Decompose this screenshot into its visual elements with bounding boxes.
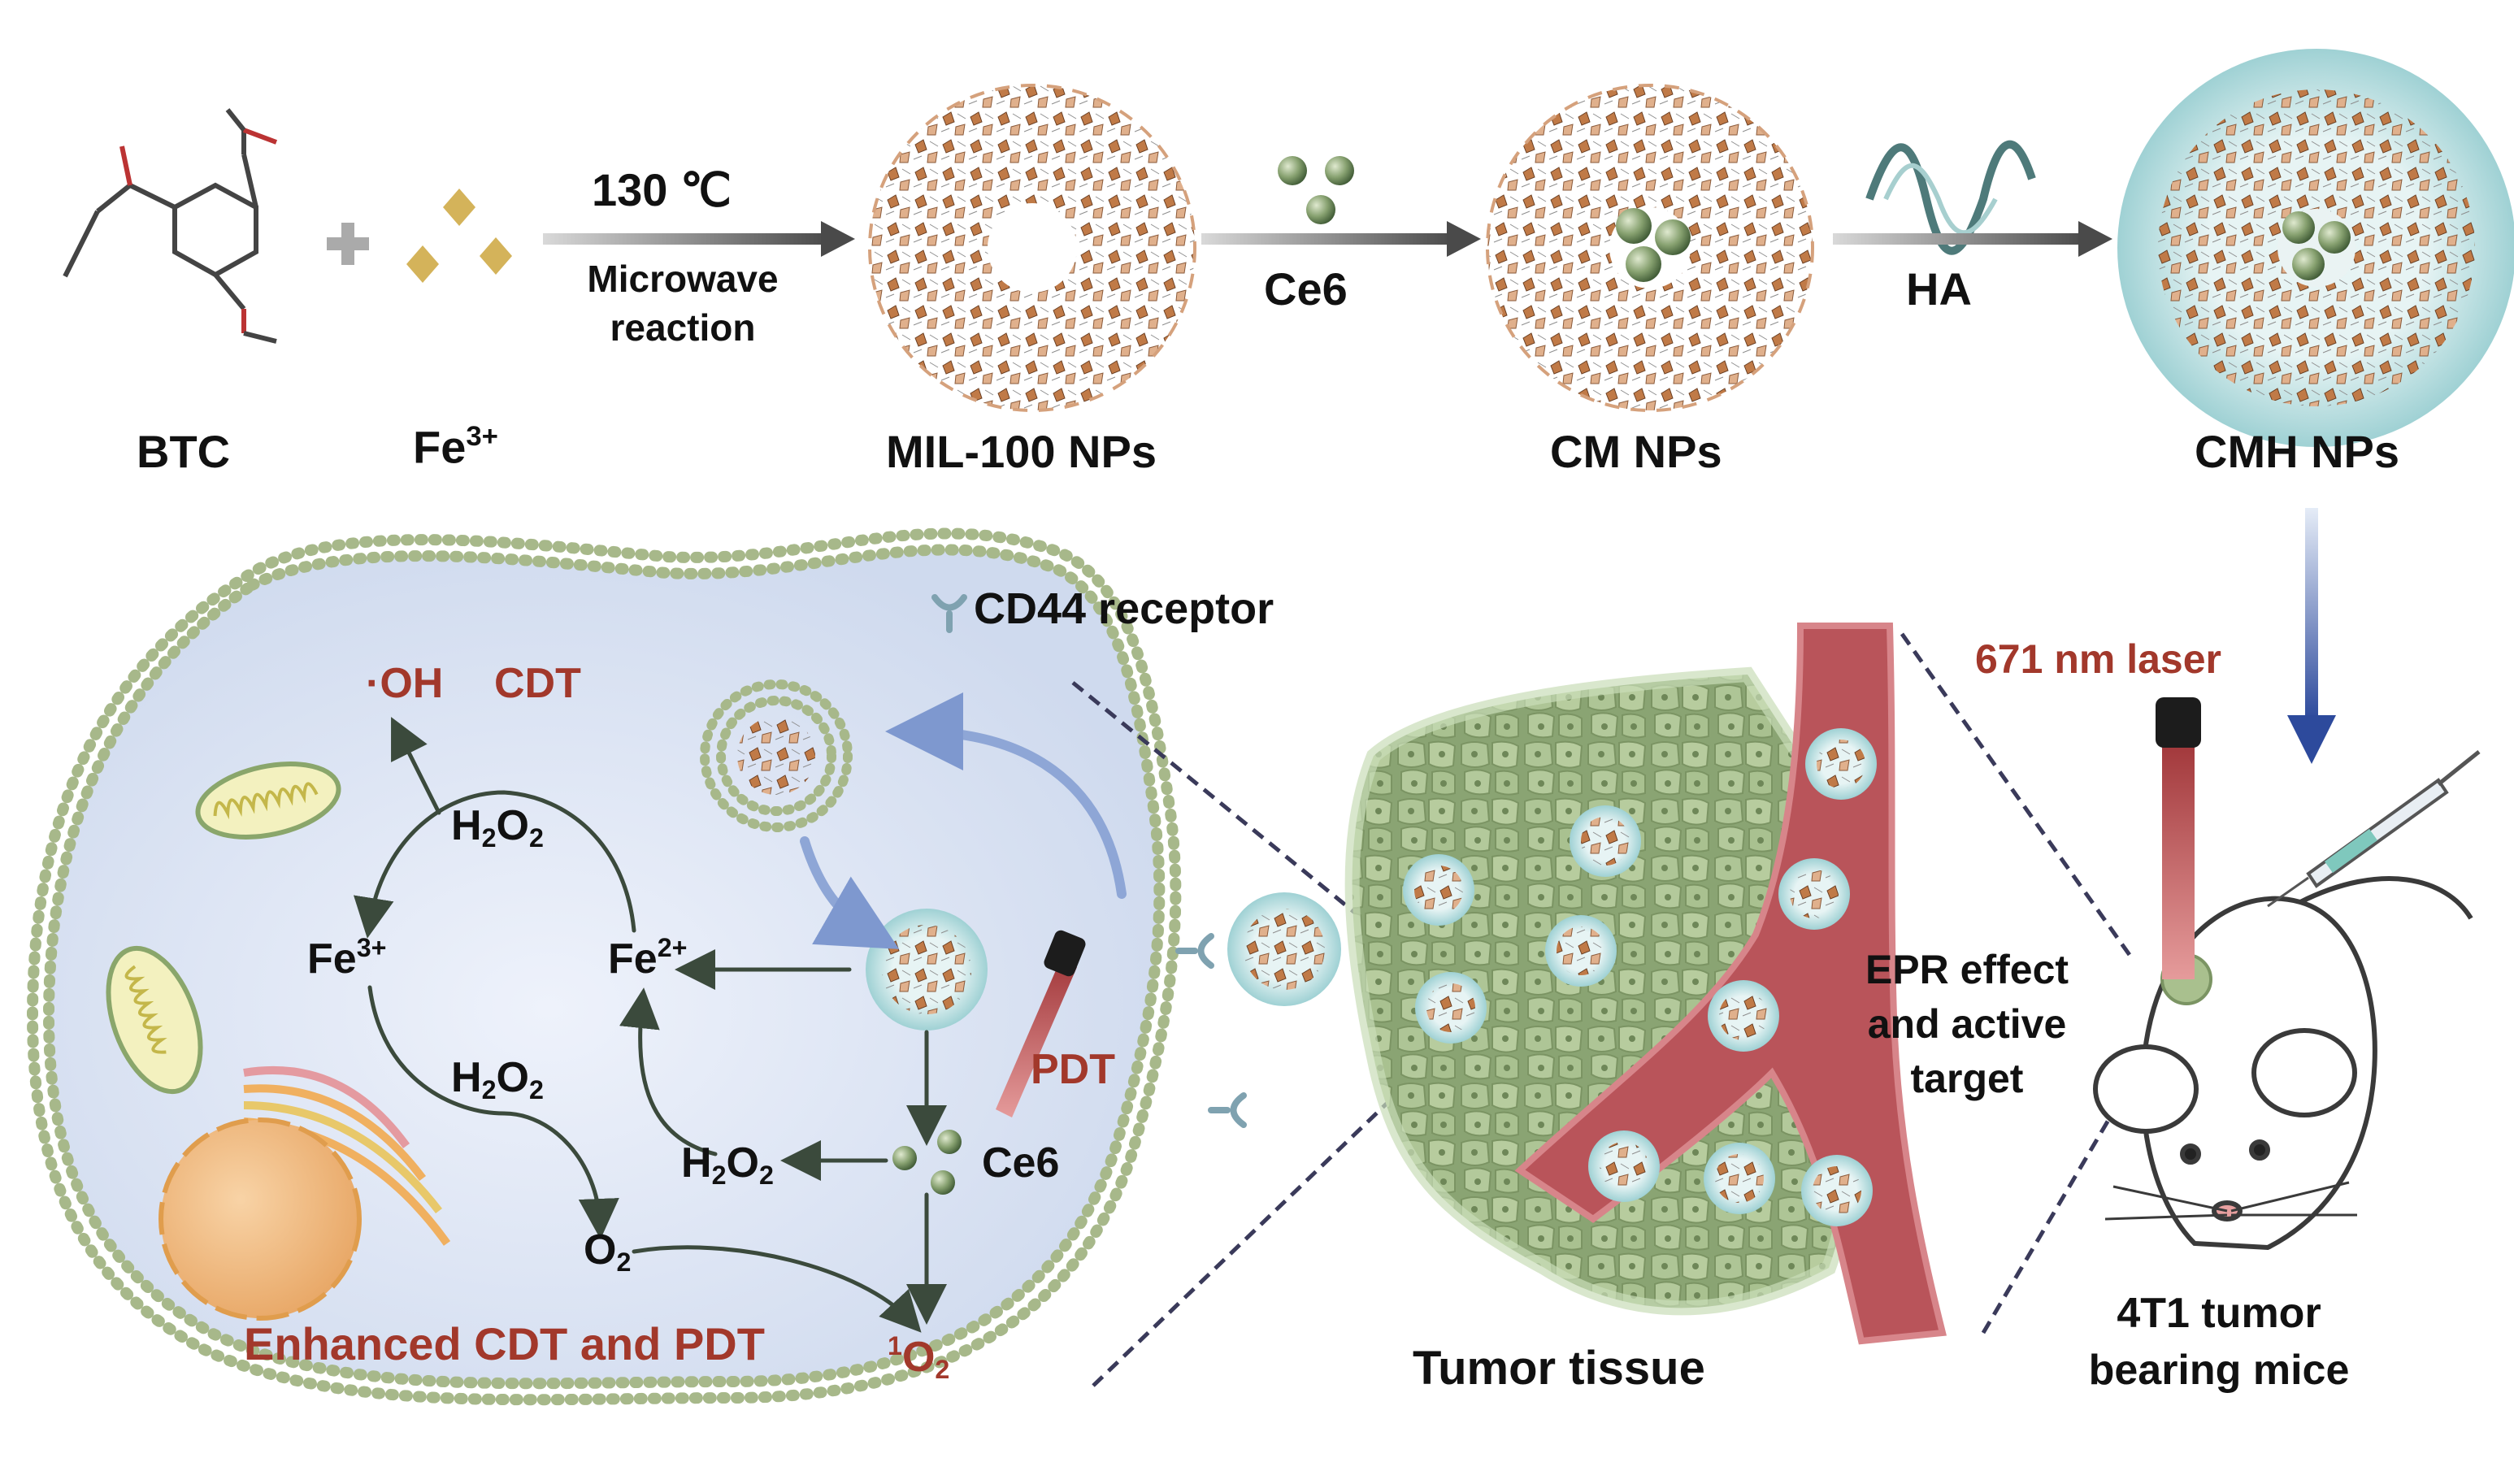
fe3-node-label: Fe3+ (307, 933, 387, 983)
epr-line2: and active (1867, 1001, 2067, 1047)
cmh-nanoparticle-icon (2117, 49, 2514, 447)
btc-label: BTC (137, 426, 231, 477)
btc-molecule-icon (63, 108, 278, 344)
cd44-label: CD44 receptor (974, 584, 1274, 633)
model-line2: bearing mice (2088, 1347, 2350, 1394)
epr-line1: EPR effect (1865, 947, 2069, 992)
step2-reagent: Ce6 (1264, 263, 1348, 315)
pdt-label: PDT (1031, 1046, 1115, 1093)
mil100-nanoparticle-icon (868, 84, 1196, 412)
mouse-icon (2093, 876, 2473, 1251)
enhanced-label: Enhanced CDT and PDT (244, 1318, 765, 1369)
internalization-arrows (800, 692, 1127, 949)
fe3-label: Fe3+ (413, 421, 498, 473)
singlet-oxygen-label: 1O2 (888, 1331, 950, 1384)
tumor-tissue-label: Tumor tissue (1413, 1342, 1705, 1395)
mitochondria-icon (106, 762, 341, 1095)
cmh-label: CMH NPs (2195, 426, 2400, 477)
step3-reagent: HA (1906, 263, 1972, 315)
zoom-lines (1071, 632, 2148, 1387)
cmh-internalized-icon (866, 909, 988, 1031)
h2o2-mid-label: H2O2 (451, 1054, 544, 1105)
plus-icon (327, 223, 369, 265)
step1-method-line2: reaction (610, 306, 756, 349)
cmh-binding-icon (1227, 892, 1341, 1006)
cm-label: CM NPs (1550, 426, 1722, 477)
mil100-label: MIL-100 NPs (886, 426, 1157, 477)
endosome-icon (700, 679, 853, 832)
pdt-laser-icon (996, 930, 1086, 1117)
injection-arrow (2287, 508, 2336, 764)
laser-671-icon (2156, 697, 2201, 979)
laser-label: 671 nm laser (1975, 636, 2221, 682)
h2o2-right-label: H2O2 (681, 1139, 774, 1191)
epr-line3: target (1910, 1056, 2024, 1101)
nucleus-icon (158, 1066, 451, 1321)
h2o2-top-label: H2O2 (451, 802, 544, 853)
fe3-ion-icon (406, 189, 512, 283)
vessel-nanoparticles-icon (1403, 728, 1877, 1226)
o2-label: O2 (584, 1226, 632, 1278)
ha-coating-arrow (1833, 221, 2112, 257)
syringe-icon (2267, 750, 2481, 908)
ce6-loading-arrow (1201, 221, 1481, 257)
cdt-label: CDT (494, 660, 581, 707)
ha-polymer-icon (1865, 140, 2036, 255)
free-ce6-icon (892, 1130, 962, 1195)
ce6-label: Ce6 (982, 1139, 1060, 1187)
step1-method-line1: Microwave (587, 258, 779, 300)
cm-nanoparticle-icon (1486, 84, 1814, 412)
fe2-node-label: Fe2+ (608, 933, 688, 983)
ce6-molecules-icon (1278, 156, 1354, 224)
microwave-reaction-arrow (543, 221, 855, 257)
cdt-cycle-arrows (354, 717, 947, 1333)
cd44-receptor-icon (931, 594, 1247, 1128)
step1-temperature: 130 ℃ (592, 164, 732, 215)
oh-radical-label: ·OH (366, 660, 444, 707)
model-line1: 4T1 tumor (2117, 1290, 2321, 1337)
